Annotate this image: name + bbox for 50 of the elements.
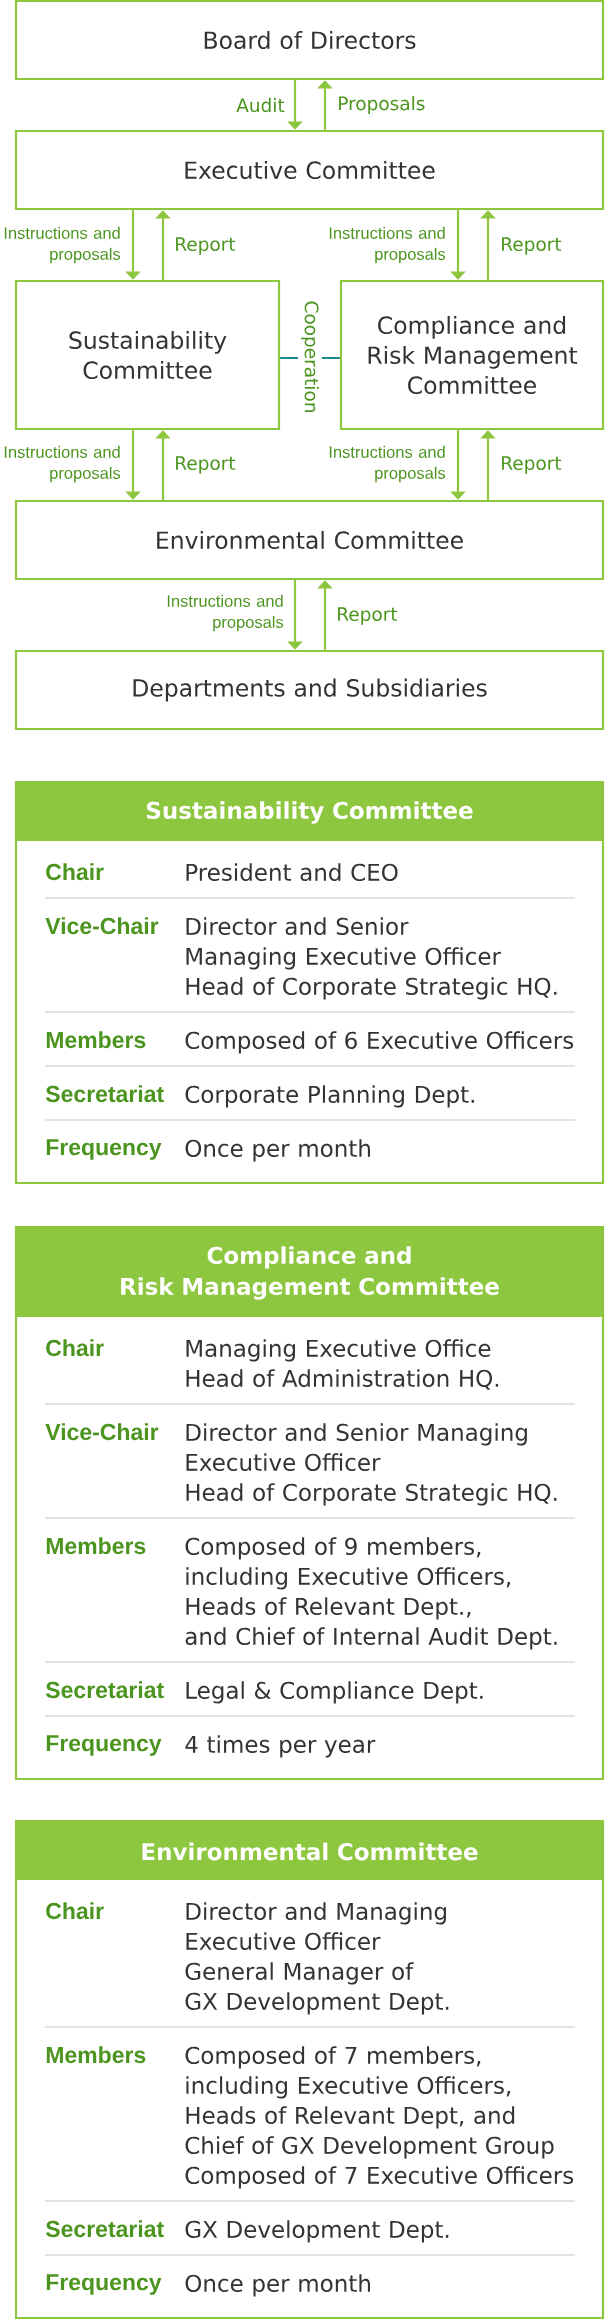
org-box: Sustainability Committee bbox=[14, 279, 281, 431]
row-value: Director and Managing Executive Officer General Manager of GX Development Dept. bbox=[185, 1902, 449, 2015]
row-label: Chair bbox=[46, 863, 104, 881]
edge-label: Audit bbox=[235, 96, 286, 114]
org-box: Executive Committee bbox=[14, 129, 605, 211]
org-box: Board of Directors bbox=[14, 0, 605, 81]
row-label: Secretariat bbox=[45, 1085, 164, 1103]
row-value: 4 times per year bbox=[185, 1735, 376, 1758]
row-value: Once per month bbox=[185, 2274, 370, 2297]
row-label: Members bbox=[46, 1537, 146, 1555]
edge-label: Instructions and proposals bbox=[154, 593, 285, 633]
edge-label: Instructions and proposals bbox=[316, 225, 447, 265]
row-value: Once per month bbox=[185, 1139, 370, 1162]
row-value: Managing Executive Office Head of Administration HQ. bbox=[186, 1339, 499, 1390]
row-value: Legal & Compliance Dept. bbox=[186, 1681, 483, 1704]
row-value: GX Development Dept. bbox=[185, 2220, 449, 2243]
row-value: Director and Senior Managing Executive Officer Head of Corporate Strategic HQ. bbox=[186, 917, 557, 1000]
header-band: Compliance and Risk Management Committee bbox=[16, 1227, 603, 1317]
edge-label: Proposals bbox=[336, 95, 427, 115]
edge-label: Report bbox=[173, 236, 237, 256]
edge-label: Instructions and proposals bbox=[0, 444, 122, 484]
row-label: Secretariat bbox=[45, 1681, 164, 1699]
row-value: Corporate Planning Dept. bbox=[185, 1085, 474, 1108]
edge-label: Instructions and proposals bbox=[316, 444, 447, 484]
row-label: Chair bbox=[46, 1902, 104, 1920]
org-box: Environmental Committee bbox=[14, 499, 605, 581]
row-value: Director and Senior Managing Executive Officer Head of Corporate Strategic HQ. bbox=[186, 1423, 557, 1506]
row-label: Vice-Chair bbox=[45, 1423, 159, 1441]
row-value: President and CEO bbox=[186, 863, 398, 882]
edge-label: Report bbox=[499, 455, 563, 475]
edge-label: Cooperation bbox=[298, 297, 322, 417]
row-label: Chair bbox=[46, 1339, 104, 1357]
edge-label: Report bbox=[499, 236, 563, 256]
row-label: Secretariat bbox=[45, 2220, 164, 2238]
header-band: Sustainability Committee bbox=[16, 782, 603, 841]
row-value: Composed of 9 members, including Executive Officers, Heads of Relevant Dept., and Chief of Internal Audit Dept. bbox=[185, 1537, 557, 1650]
row-label: Frequency bbox=[46, 2274, 162, 2295]
org-box: Compliance and Risk Management Committee bbox=[339, 279, 605, 431]
row-label: Frequency bbox=[46, 1139, 162, 1160]
edge-label: Instructions and proposals bbox=[0, 225, 122, 265]
row-label: Frequency bbox=[46, 1735, 162, 1756]
row-value: Composed of 6 Executive Officers bbox=[185, 1031, 574, 1054]
org-box: Departments and Subsidiaries bbox=[14, 649, 605, 731]
row-label: Vice-Chair bbox=[45, 917, 159, 935]
row-value: Composed of 7 members, including Executive Officers, Heads of Relevant Dept, and Chief of GX Development Group Composed of 7 Executive Officers bbox=[185, 2046, 574, 2189]
edge-label: Report bbox=[173, 455, 237, 475]
row-label: Members bbox=[46, 1031, 146, 1049]
header-band: Environmental Committee bbox=[16, 1821, 603, 1880]
row-label: Members bbox=[46, 2046, 146, 2064]
edge-label: Report bbox=[335, 606, 399, 626]
